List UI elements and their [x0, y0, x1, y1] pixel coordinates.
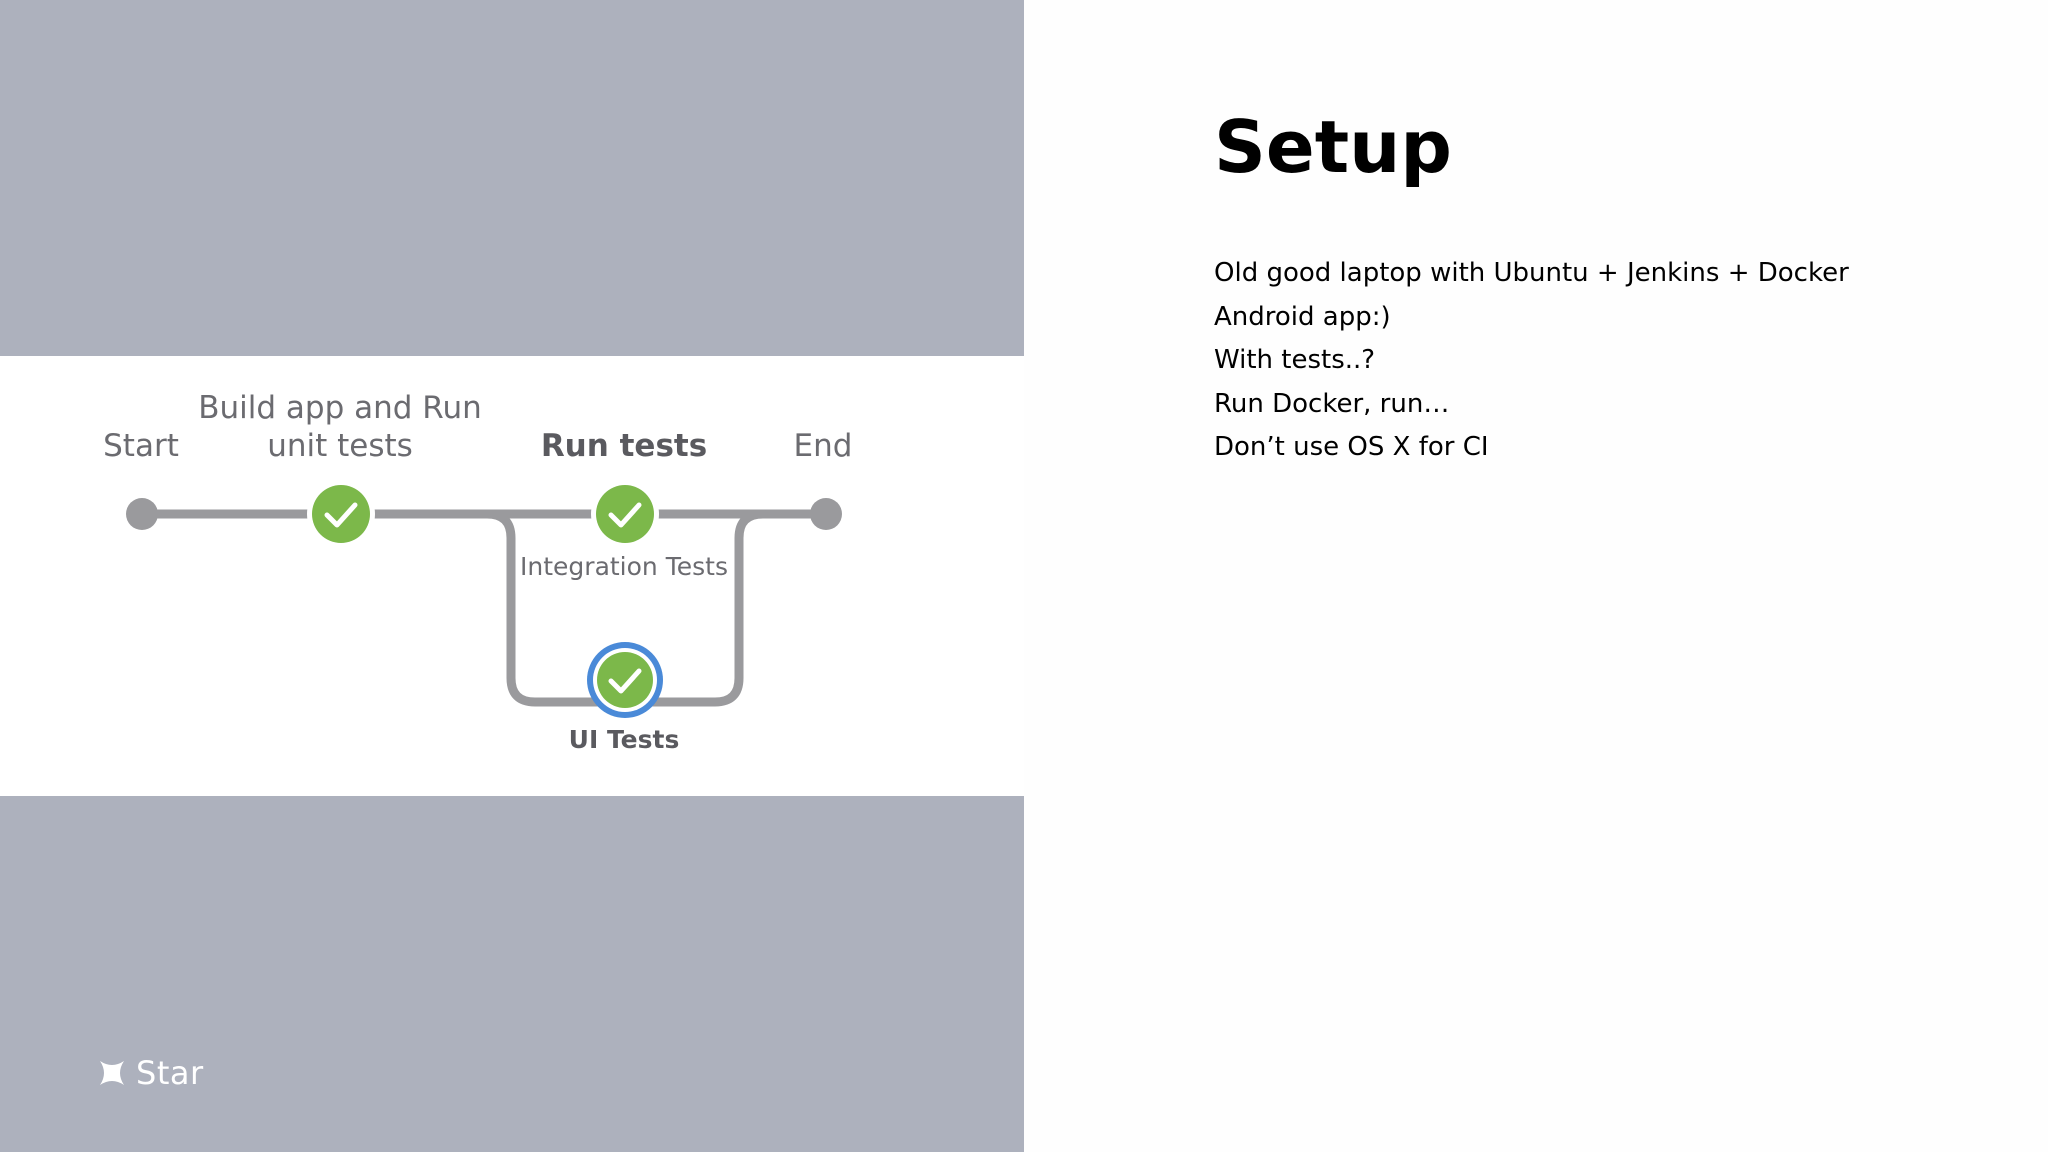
start-label: Start [103, 428, 179, 464]
pipeline-diagram: Start Build app and Run unit tests Run t… [0, 356, 1024, 796]
integration-tests-node[interactable] [591, 480, 659, 548]
pipeline-connectors [137, 509, 831, 707]
bullet-item: Run Docker, run… [1214, 388, 1450, 419]
build-label-line1: Build app and Run [198, 390, 482, 426]
left-panel: Start Build app and Run unit tests Run t… [0, 0, 1024, 1152]
build-label-line2: unit tests [267, 428, 413, 464]
right-panel [1024, 0, 2048, 1152]
build-stage-node[interactable] [307, 480, 375, 548]
bullet-item: With tests..? [1214, 345, 1376, 375]
end-node [810, 498, 842, 530]
brand-name: Star [136, 1054, 204, 1092]
bullet-item: Old good laptop with Ubuntu + Jenkins + … [1214, 258, 1849, 288]
ui-tests-node[interactable] [587, 642, 663, 718]
star-logo-icon [100, 1061, 124, 1085]
run-tests-label: Run tests [541, 428, 707, 464]
bullet-item: Don’t use OS X for CI [1214, 432, 1489, 462]
check-icon [324, 502, 358, 528]
bullet-list: Old good laptop with Ubuntu + Jenkins + … [1214, 252, 1849, 470]
check-icon [608, 502, 642, 528]
integration-tests-label: Integration Tests [520, 552, 728, 581]
slide-title: Setup [1214, 105, 1452, 189]
end-label: End [794, 428, 853, 464]
ui-tests-label: UI Tests [569, 725, 680, 754]
start-node [126, 498, 158, 530]
brand-logo: Star [98, 1054, 204, 1092]
bullet-item: Android app:) [1214, 301, 1391, 332]
check-icon [608, 668, 642, 694]
pipeline-svg: Start Build app and Run unit tests Run t… [103, 390, 853, 754]
